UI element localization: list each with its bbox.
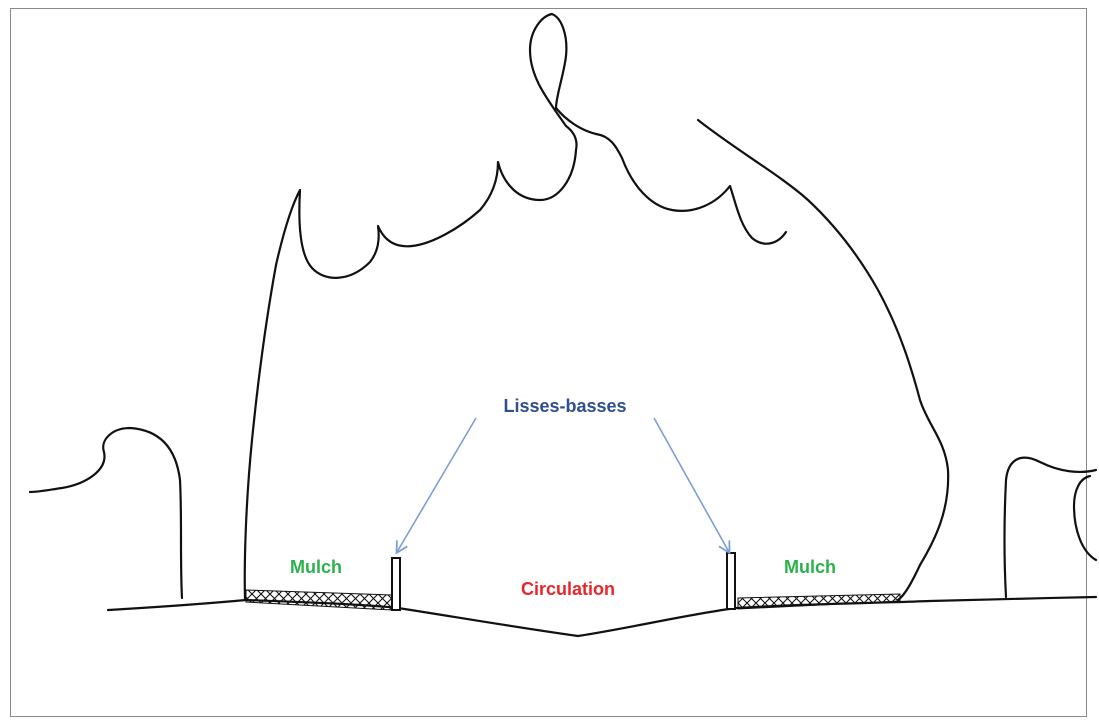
right-neighbor-tree-outer xyxy=(1003,456,1098,599)
right-neighbor-tree-inner xyxy=(1072,474,1098,562)
mulch-left-label: Mulch xyxy=(290,557,342,577)
posts-label: Lisses-basses xyxy=(503,396,626,416)
arrow-to-right-post xyxy=(653,417,731,555)
tree-right-outline xyxy=(696,118,950,602)
mulch-left-hatch xyxy=(245,589,393,611)
low-rail-post-left xyxy=(391,557,401,611)
mulch-right-label: Mulch xyxy=(784,557,836,577)
arrow-to-left-post xyxy=(395,417,477,555)
left-neighbor-tree xyxy=(28,426,184,600)
tree-top-loop xyxy=(528,12,788,245)
mulch-right-hatch xyxy=(737,593,901,610)
path-label: Circulation xyxy=(521,579,615,599)
tree-canopy-outline xyxy=(243,124,578,602)
diagram-frame xyxy=(10,8,1087,717)
low-rail-post-right xyxy=(726,552,736,610)
